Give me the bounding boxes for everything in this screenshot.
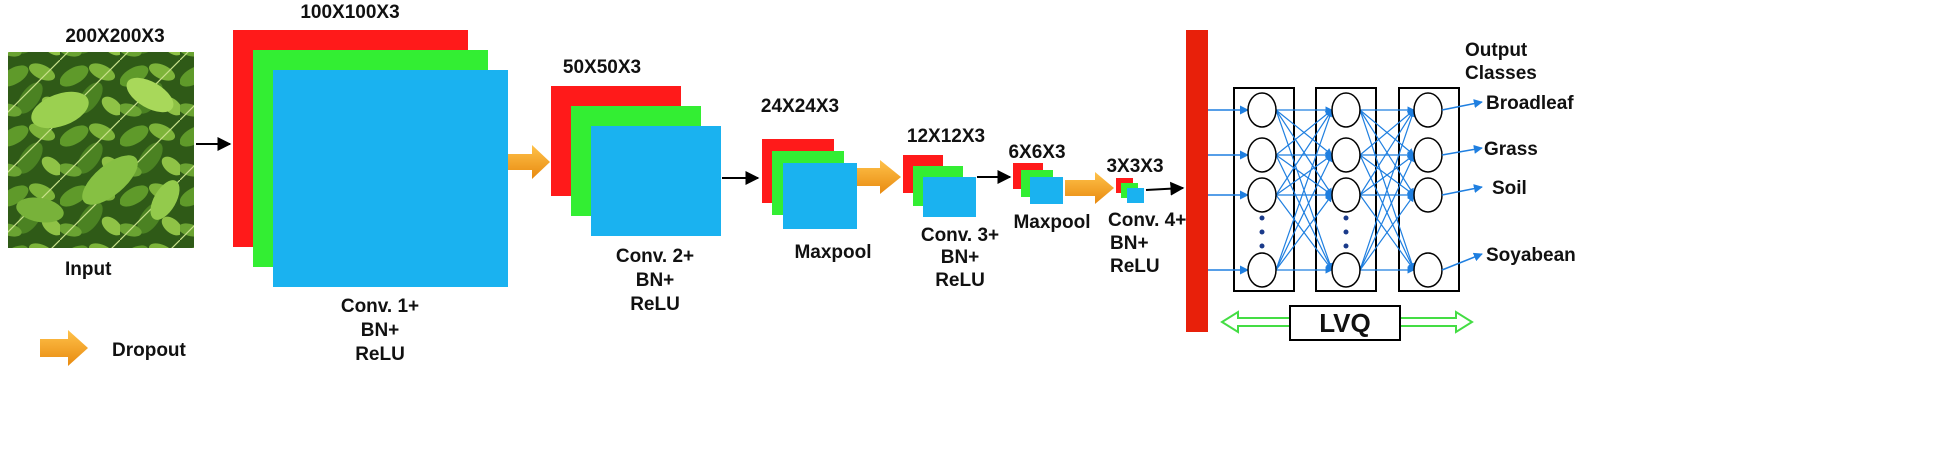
layer-dimension-label: 24X24X3 (761, 96, 839, 117)
lvq-connection (1359, 109, 1415, 196)
layer-label-line: Conv. 2+ (616, 246, 694, 267)
lvq-output-link (1441, 184, 1483, 196)
input-label: Input (65, 259, 112, 280)
lvq-connection (1359, 109, 1416, 271)
lvq-ellipsis-dot (1259, 215, 1265, 221)
layer-dimension-label: 3X3X3 (1106, 156, 1163, 177)
lvq-connection (1275, 194, 1333, 271)
output-title-line: Output (1465, 40, 1528, 61)
output-title-line: Classes (1465, 63, 1537, 84)
lvq-node (1413, 137, 1443, 173)
lvq-connection (1275, 109, 1333, 156)
lvq-ellipsis-dot (1259, 243, 1265, 249)
lvq-output-link (1441, 144, 1483, 156)
lvq-connection (1275, 154, 1333, 196)
layer-label-line: BN+ (636, 270, 675, 291)
flow-arrow (1145, 181, 1185, 196)
output-class-label: Grass (1484, 139, 1538, 160)
lvq-node (1247, 177, 1277, 213)
feature-map-blue (1030, 177, 1063, 204)
layer-label-line: BN+ (1110, 233, 1149, 254)
lvq-node (1331, 92, 1361, 128)
lvq-connection (1275, 154, 1333, 271)
lvq-node (1413, 252, 1443, 288)
dropout-arrow (508, 145, 550, 179)
lvq-node (1331, 252, 1361, 288)
output-class-label: Soil (1492, 178, 1527, 199)
layer-dimension-label: 100X100X3 (300, 2, 399, 23)
lvq-connection (1359, 194, 1415, 271)
lvq-ellipsis-dot (1343, 243, 1349, 249)
feature-map-blue (591, 126, 721, 236)
lvq-node (1413, 92, 1443, 128)
lvq-layer-box (1233, 87, 1295, 292)
feature-map-blue (923, 177, 976, 217)
feature-map-blue (783, 163, 857, 229)
dropout-legend-label: Dropout (112, 340, 187, 361)
lvq-connection (1359, 154, 1415, 271)
lvq-layer-box (1398, 87, 1460, 292)
lvq-connection (1275, 109, 1333, 196)
layer-dimension-label: 12X12X3 (907, 126, 985, 147)
layer-label-line: Maxpool (794, 242, 871, 263)
layer-label-line: ReLU (630, 294, 680, 315)
layer-label-line: ReLU (935, 270, 985, 291)
lvq-label-box (1289, 305, 1401, 341)
dropout-arrow (1065, 172, 1114, 204)
lvq-ellipsis-dot (1343, 229, 1349, 235)
dropout-legend-arrow (40, 330, 88, 366)
layer-label-line: BN+ (941, 247, 980, 268)
layer-label-line: BN+ (361, 320, 400, 341)
leaf-photo-icon (8, 52, 194, 248)
lvq-connection (1359, 154, 1415, 196)
lvq-node (1331, 177, 1361, 213)
layer-label-line: Conv. 4+ (1108, 210, 1186, 231)
input-dimension-label: 200X200X3 (65, 26, 164, 47)
output-class-label: Soyabean (1486, 245, 1576, 266)
lvq-output-link (1441, 99, 1483, 111)
layer-label-line: ReLU (355, 344, 405, 365)
output-class-label: Broadleaf (1486, 93, 1574, 114)
lvq-node (1331, 137, 1361, 173)
layer-dimension-label: 6X6X3 (1008, 142, 1065, 163)
lvq-ellipsis-dot (1259, 229, 1265, 235)
lvq-node (1247, 92, 1277, 128)
lvq-ellipsis-dot (1343, 215, 1349, 221)
layer-dimension-label: 50X50X3 (563, 57, 641, 78)
feature-map-blue (273, 70, 508, 287)
lvq-node (1247, 252, 1277, 288)
flatten-layer-bar (1186, 30, 1208, 332)
layer-label-line: Conv. 1+ (341, 296, 419, 317)
lvq-connection (1359, 109, 1415, 156)
lvq-connection (1275, 109, 1334, 271)
lvq-node (1247, 137, 1277, 173)
dropout-arrow (857, 160, 901, 194)
layer-label-line: ReLU (1110, 256, 1160, 277)
layer-label-line: Maxpool (1013, 212, 1090, 233)
feature-map-blue (1127, 188, 1144, 203)
lvq-output-link (1441, 252, 1483, 271)
lvq-node (1413, 177, 1443, 213)
layer-label-line: Conv. 3+ (921, 225, 999, 246)
lvq-label: LVQ (1319, 308, 1371, 338)
